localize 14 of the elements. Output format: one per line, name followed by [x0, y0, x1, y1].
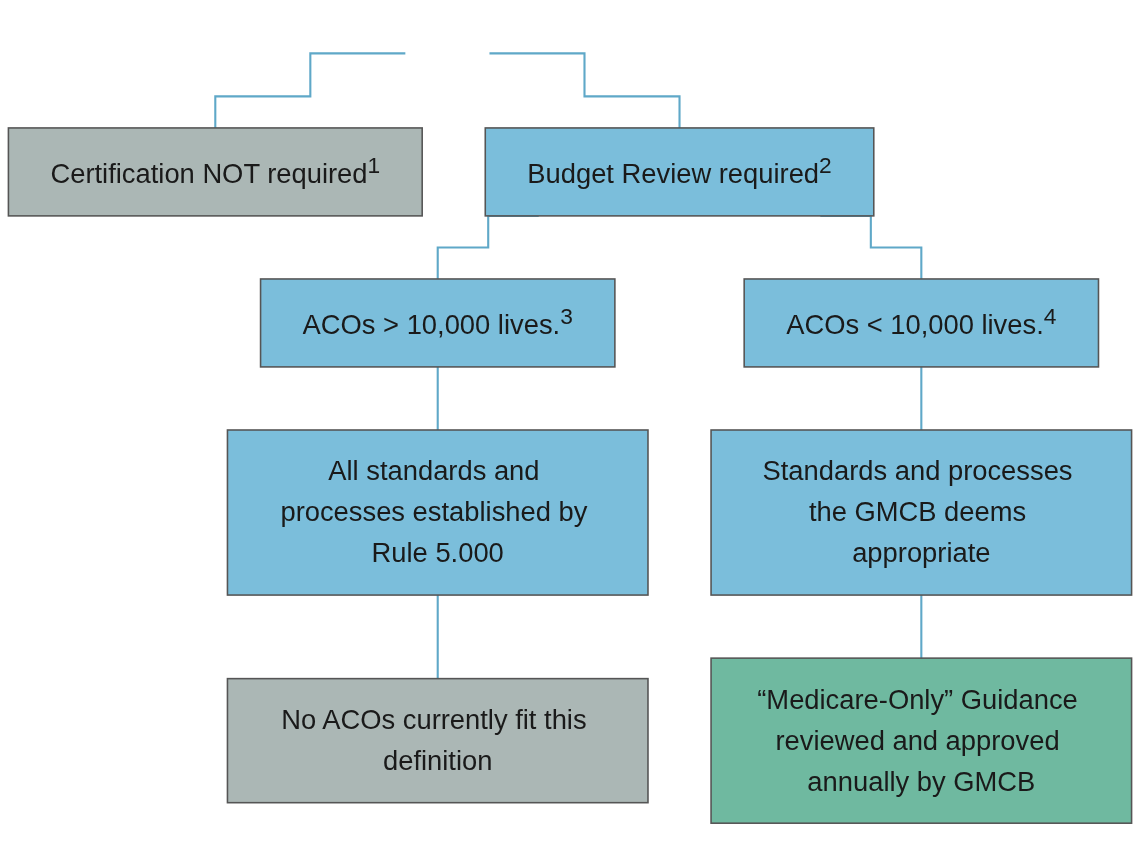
connector — [489, 52, 681, 129]
connector — [436, 365, 439, 432]
connector — [920, 365, 923, 432]
connector — [920, 594, 923, 660]
node-box: ACOs < 10,000 lives.$^{4}$ — [743, 278, 1100, 368]
node-box: Standards and processes the GMCB deems appropriate — [710, 429, 1133, 596]
node-box: “Medicare-Only” Guidance reviewed and approved annually by GMCB — [710, 657, 1133, 824]
connector — [214, 52, 406, 129]
node-box: No ACOs currently fit this definition — [226, 677, 649, 804]
node-box: All standards and processes established by Rule 5.000 — [226, 429, 649, 596]
connector — [436, 594, 439, 680]
node-box: ACOs > 10,000 lives.$^{3}$ — [259, 278, 616, 368]
node-box: Budget Review required$^{2}$ — [484, 127, 875, 217]
node-box: Certification NOT required$^{1}$ — [7, 127, 423, 217]
